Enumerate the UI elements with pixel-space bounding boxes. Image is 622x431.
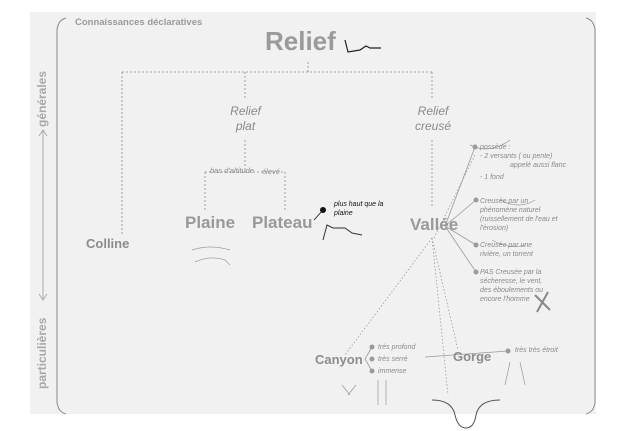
- plaine-curve: [191, 246, 231, 251]
- node-plaine: Plaine: [185, 213, 236, 232]
- vallee-fond: - 1 fond: [480, 174, 504, 181]
- relief-plat-label: Relief plat: [230, 104, 261, 133]
- gorge-note: très très étroit: [515, 347, 558, 354]
- node-vallee: Vallée: [410, 215, 459, 234]
- vallee-possede: possède :: [480, 144, 511, 151]
- axis-bottom-label: particulières: [35, 317, 49, 389]
- vallee-pas: PAS Creusée par la sécheresse, le vent, …: [480, 269, 544, 303]
- node-gorge: Gorge: [453, 349, 492, 364]
- plateau-note: plus haut que la plaine: [334, 201, 384, 217]
- vallee-phenomene: Creusée par un phénomène naturel (ruisse…: [480, 198, 558, 232]
- relief-creuse-label: Relief creusé: [414, 104, 452, 133]
- axis-top-label: générales: [35, 70, 49, 127]
- plateau-sketch: [322, 224, 363, 241]
- plaine-hand: [194, 257, 231, 266]
- no-human-icon: [534, 291, 551, 313]
- eleve-label: élevé: [262, 167, 280, 176]
- canyon-note-3: immense: [378, 368, 407, 375]
- node-colline: Colline: [86, 236, 130, 251]
- node-canyon: Canyon: [315, 352, 363, 367]
- diagram-background: [30, 12, 596, 414]
- vallee-flanc: appelé aussi flanc: [510, 162, 567, 169]
- left-bracket: [56, 17, 67, 415]
- header-label: Connaissances déclaratives: [75, 17, 203, 28]
- page-title: Relief: [265, 26, 336, 56]
- vallee-versants: - 2 versants ( ou pente): [480, 153, 553, 160]
- vallee-riviere: Creusée par une rivière, un torrent: [480, 242, 533, 258]
- relief-sketch: [344, 39, 381, 53]
- valley-profile: [431, 399, 501, 429]
- canyon-note-1: très profond: [378, 344, 416, 351]
- bas-altitude-label: bas d'altitude: [210, 166, 254, 175]
- node-plateau: Plateau: [252, 213, 313, 232]
- right-bracket: [585, 17, 596, 415]
- canyon-note-2: très serré: [378, 356, 408, 363]
